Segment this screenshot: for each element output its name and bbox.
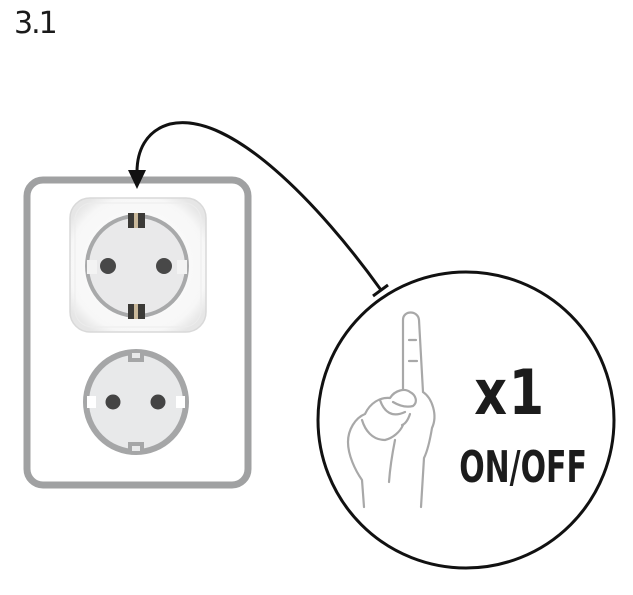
hand-index-finger-icon	[346, 311, 436, 509]
step-number: 3.1	[14, 6, 58, 41]
press-count-label: x1	[474, 356, 546, 429]
smart-plug-icon	[69, 197, 207, 333]
empty-socket-icon	[83, 349, 189, 455]
callout-circle	[316, 270, 616, 570]
double-wall-socket-icon	[23, 176, 252, 489]
curved-arrow-icon	[128, 121, 389, 298]
on-off-label: ON/OFF	[459, 442, 587, 493]
